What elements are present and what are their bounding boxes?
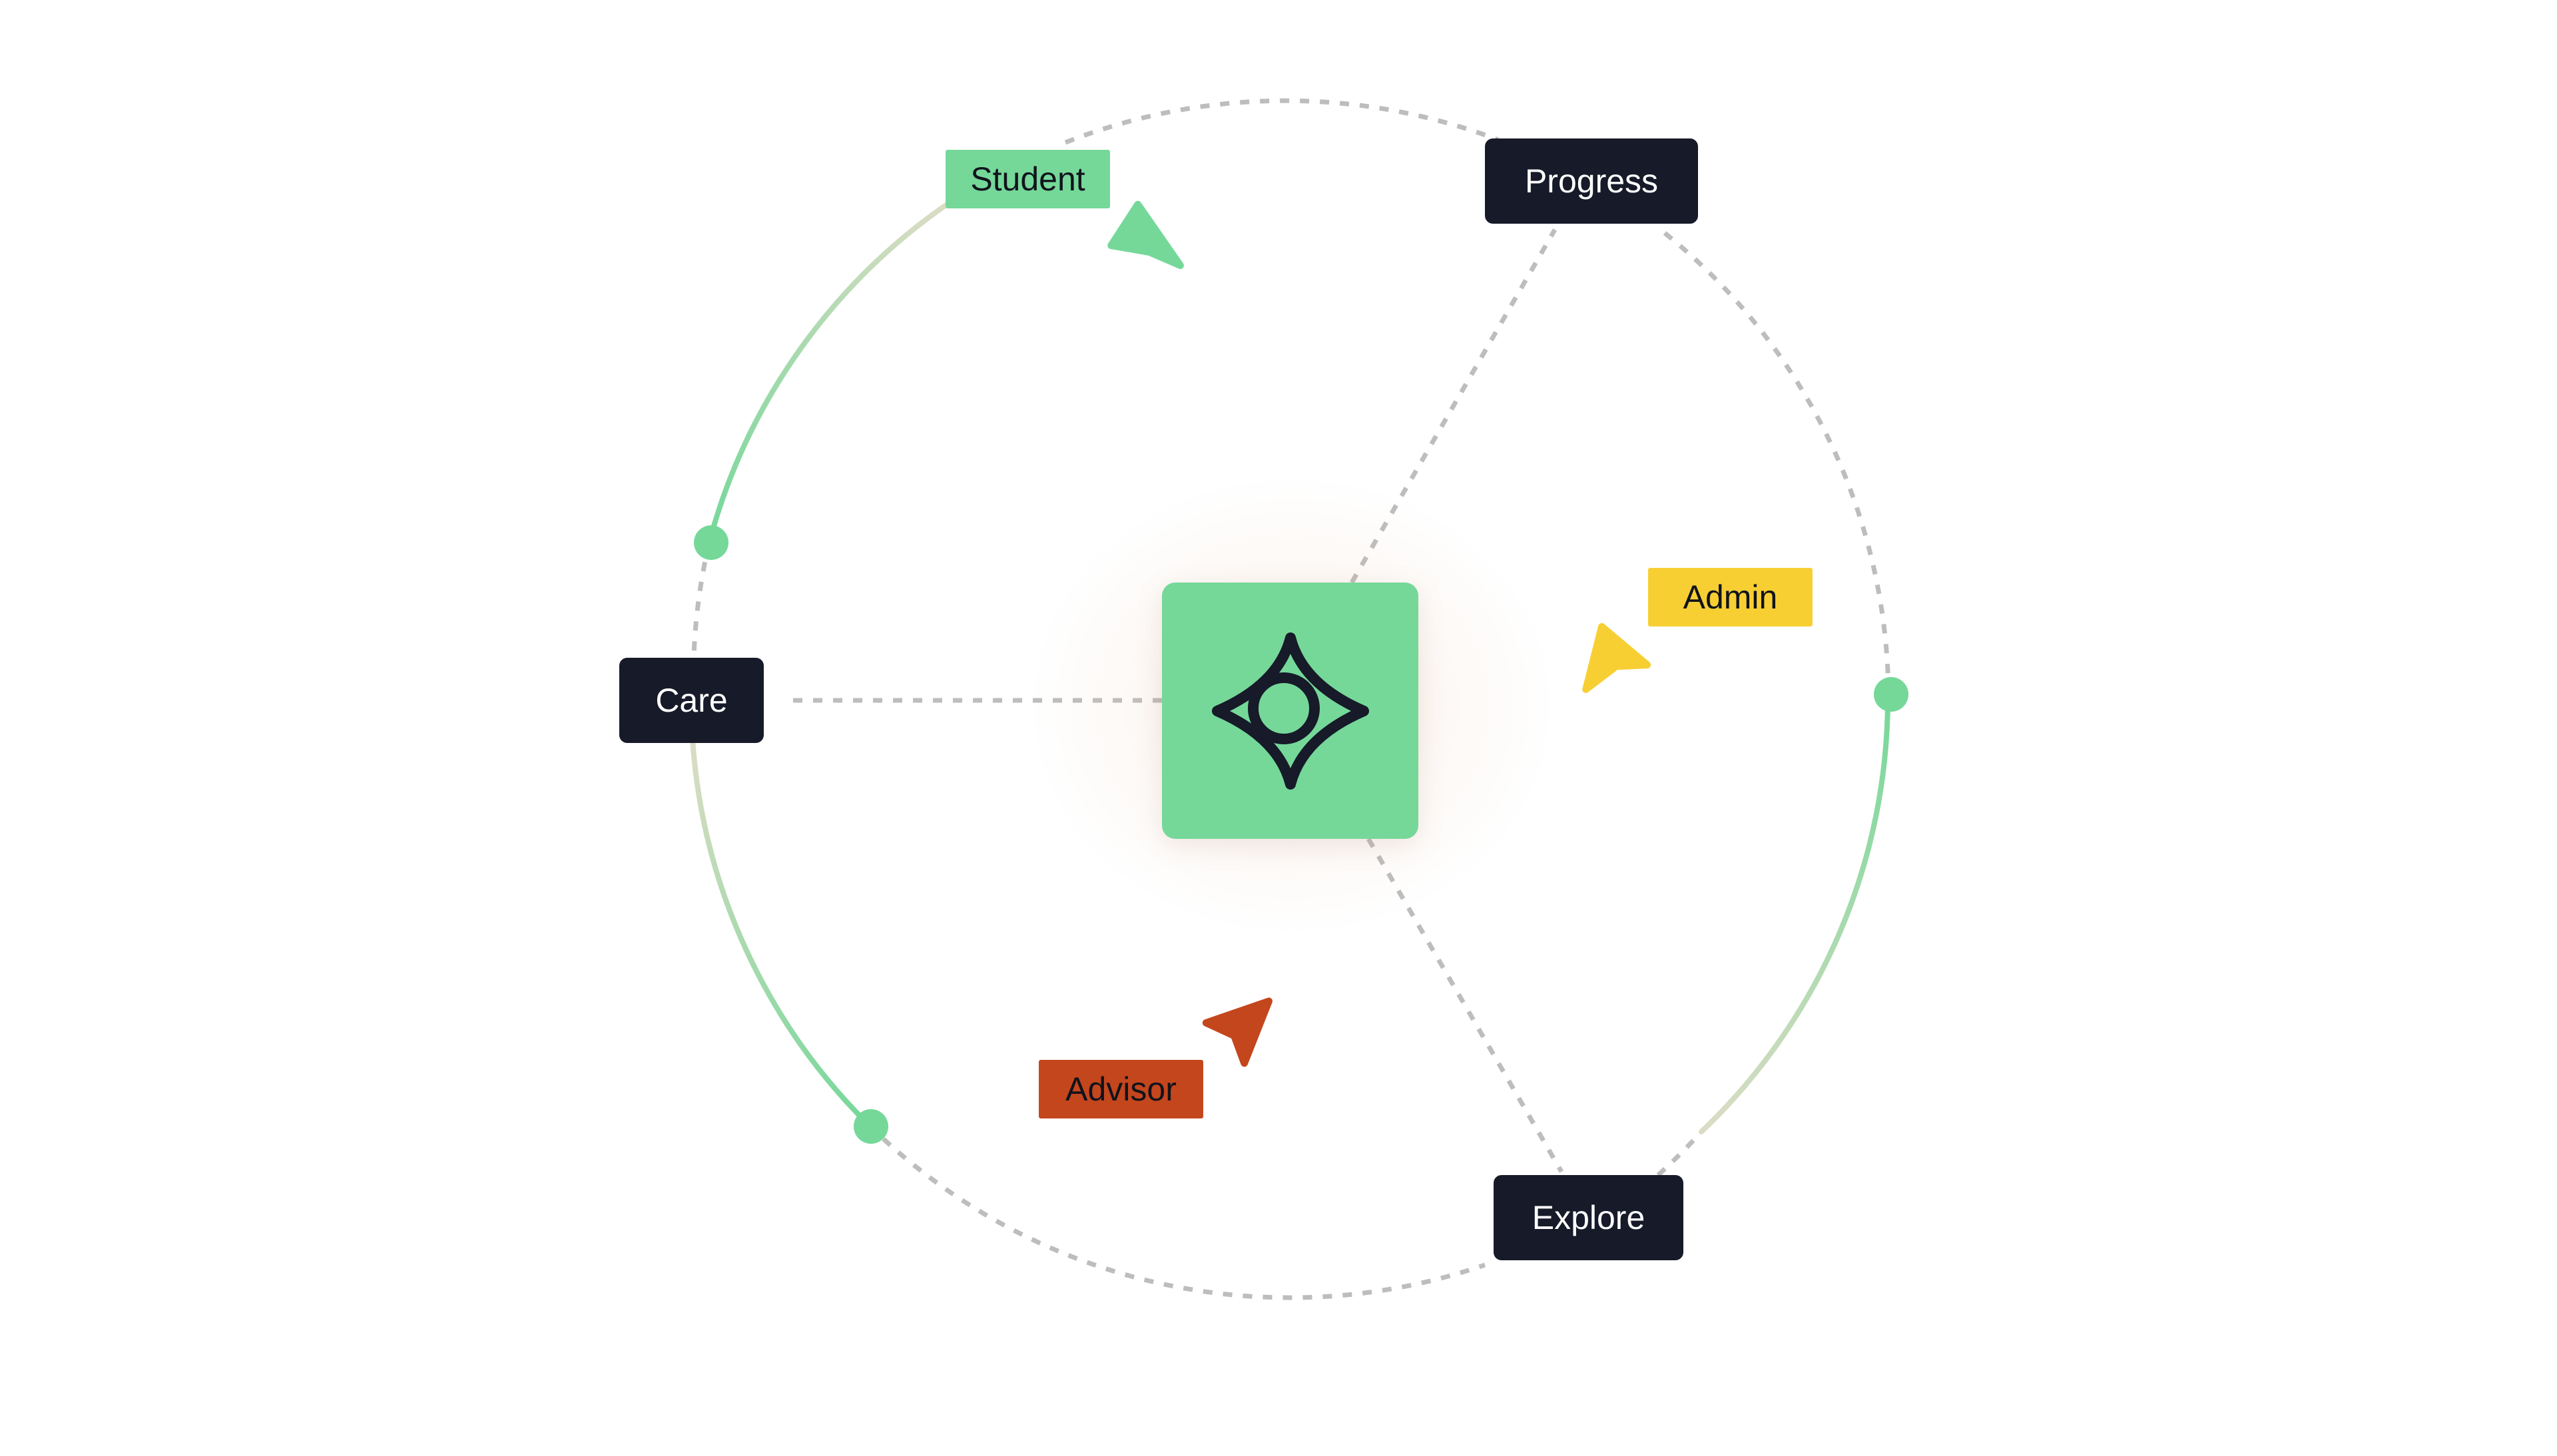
ring-dashed-top-right (1663, 231, 1891, 693)
persona-tag-student: Student (946, 150, 1110, 208)
node-explore-label: Explore (1532, 1199, 1645, 1236)
spoke-progress (1349, 228, 1558, 584)
ring-dashed-left (691, 542, 712, 656)
persona-tag-admin: Admin (1648, 568, 1813, 626)
persona-tag-admin-label: Admin (1683, 579, 1778, 616)
ring-arc-explore (1699, 690, 1891, 1134)
node-care-label: Care (655, 682, 728, 719)
ring-arc-student (707, 200, 952, 545)
admin-cursor-icon (1582, 622, 1651, 693)
compass-star-logo-icon (1211, 632, 1369, 790)
node-progress-label: Progress (1524, 162, 1659, 200)
ring-dashed-top (1064, 98, 1500, 145)
ring-arc-care (690, 736, 872, 1128)
node-progress[interactable]: Progress (1485, 138, 1698, 224)
advisor-cursor-icon (1202, 997, 1273, 1067)
node-explore[interactable]: Explore (1494, 1175, 1683, 1260)
ring-dashed-bottom (867, 1123, 1486, 1300)
ring-dot-left-upper (694, 525, 728, 560)
persona-tag-student-label: Student (970, 160, 1085, 198)
persona-tag-advisor-label: Advisor (1065, 1071, 1177, 1108)
ring-dot-left-lower (854, 1109, 888, 1144)
spoke-explore (1366, 838, 1564, 1173)
ring-dashed-bottom-right (1656, 1130, 1703, 1177)
node-care[interactable]: Care (619, 658, 764, 743)
center-logo-tile (1162, 583, 1418, 839)
ring-dot-right (1874, 677, 1908, 712)
student-cursor-icon (1107, 200, 1184, 270)
persona-tag-advisor: Advisor (1039, 1060, 1203, 1118)
